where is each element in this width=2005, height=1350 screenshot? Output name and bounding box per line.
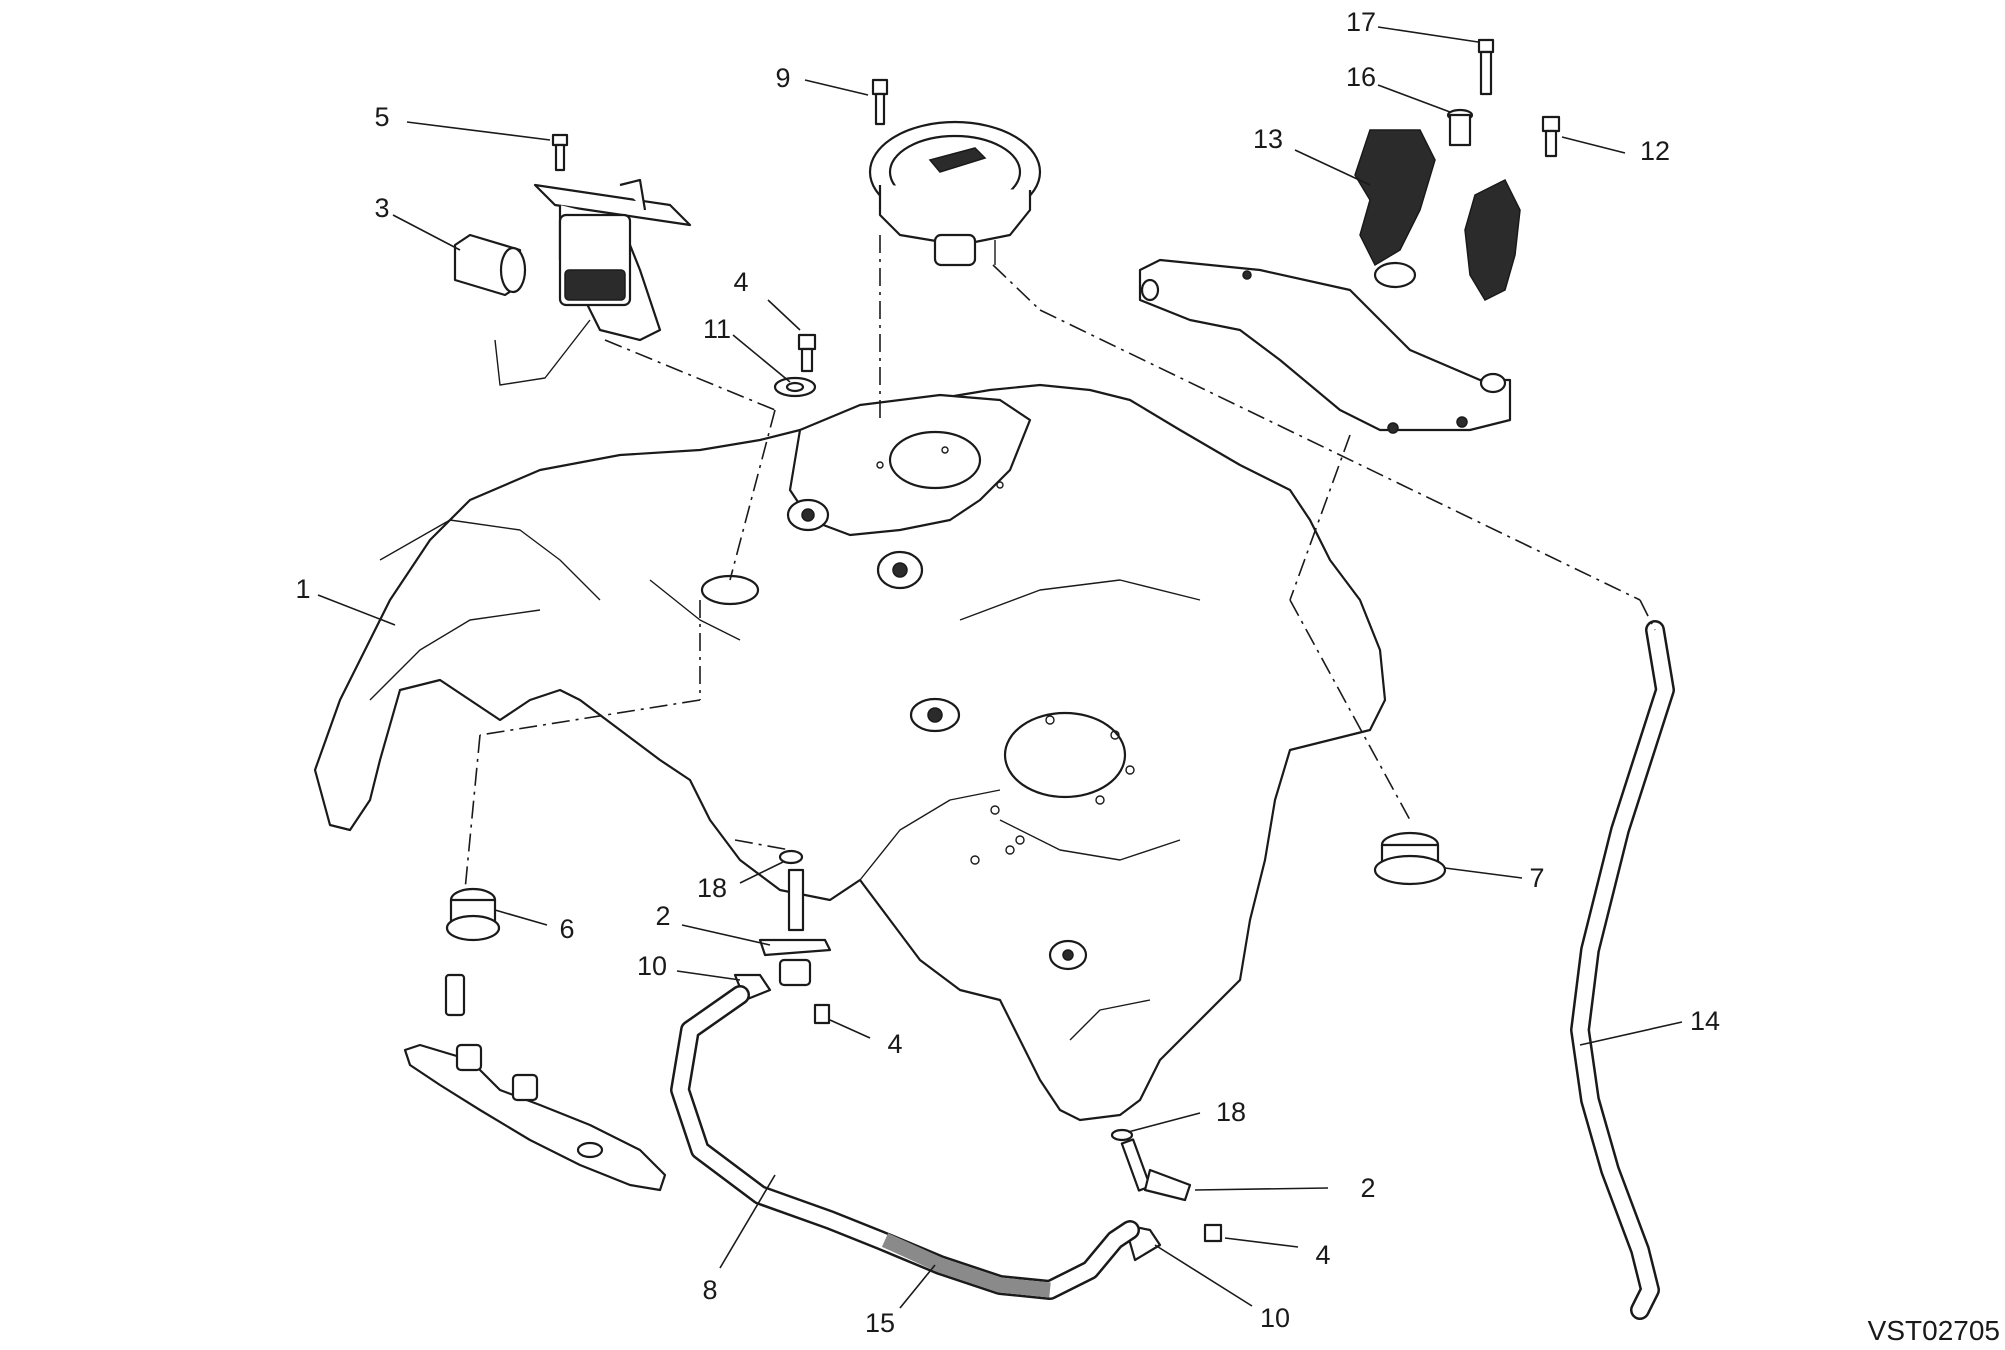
callout-4a: 4 — [733, 267, 748, 297]
fuel-filler-cap — [868, 120, 1042, 267]
callout-labels: 1 2 2 3 4 4 4 5 6 7 8 9 10 10 11 12 13 1… — [295, 7, 1720, 1338]
callout-8: 8 — [702, 1275, 717, 1305]
callout-5: 5 — [374, 102, 389, 132]
fuel-hose-8 — [670, 985, 1140, 1300]
rubber-mount-6 — [444, 887, 501, 1017]
callout-4b: 4 — [887, 1029, 902, 1059]
leader-lines — [317, 26, 1683, 1309]
fuel-tap-left — [733, 849, 832, 1025]
callout-14: 14 — [1690, 1006, 1720, 1036]
callout-11: 11 — [703, 314, 731, 344]
spacer-16 — [1446, 108, 1474, 147]
callout-12: 12 — [1640, 136, 1670, 166]
rubber-mount-7 — [1373, 831, 1447, 886]
lower-bracket — [403, 1043, 667, 1192]
callout-17: 17 — [1346, 7, 1376, 37]
callout-2b: 2 — [1360, 1173, 1375, 1203]
fuel-filter-3 — [453, 233, 527, 297]
callout-10a: 10 — [637, 951, 667, 981]
screw-17 — [1477, 38, 1495, 96]
fuel-tank — [313, 383, 1387, 1122]
callout-9: 9 — [775, 63, 790, 93]
callout-2a: 2 — [655, 901, 670, 931]
vent-hose-14 — [1570, 620, 1675, 1320]
callout-6: 6 — [559, 914, 574, 944]
screw-12 — [1541, 115, 1561, 158]
hose-sleeve-15 — [881, 1233, 1051, 1298]
callout-4c: 4 — [1315, 1240, 1330, 1270]
callout-16: 16 — [1346, 62, 1376, 92]
callout-13: 13 — [1253, 124, 1283, 154]
callout-18a: 18 — [697, 873, 727, 903]
fuel-pump-assembly — [494, 178, 692, 386]
tank-bracket — [1138, 258, 1512, 434]
fuel-tap-right — [1110, 1128, 1223, 1262]
diagram-reference-code: VST02705 — [1868, 1315, 2000, 1346]
callout-1: 1 — [295, 574, 310, 604]
alignment-lines — [464, 235, 1656, 891]
callout-3: 3 — [374, 193, 389, 223]
callout-10b: 10 — [1260, 1303, 1290, 1333]
washer-11 — [773, 376, 817, 398]
rubber-mount-13 — [1354, 129, 1521, 301]
screw-5 — [551, 133, 569, 172]
screw-9 — [871, 78, 889, 126]
screw-4-top — [797, 333, 817, 373]
callout-15: 15 — [865, 1308, 895, 1338]
callout-7: 7 — [1529, 863, 1544, 893]
callout-18b: 18 — [1216, 1097, 1246, 1127]
